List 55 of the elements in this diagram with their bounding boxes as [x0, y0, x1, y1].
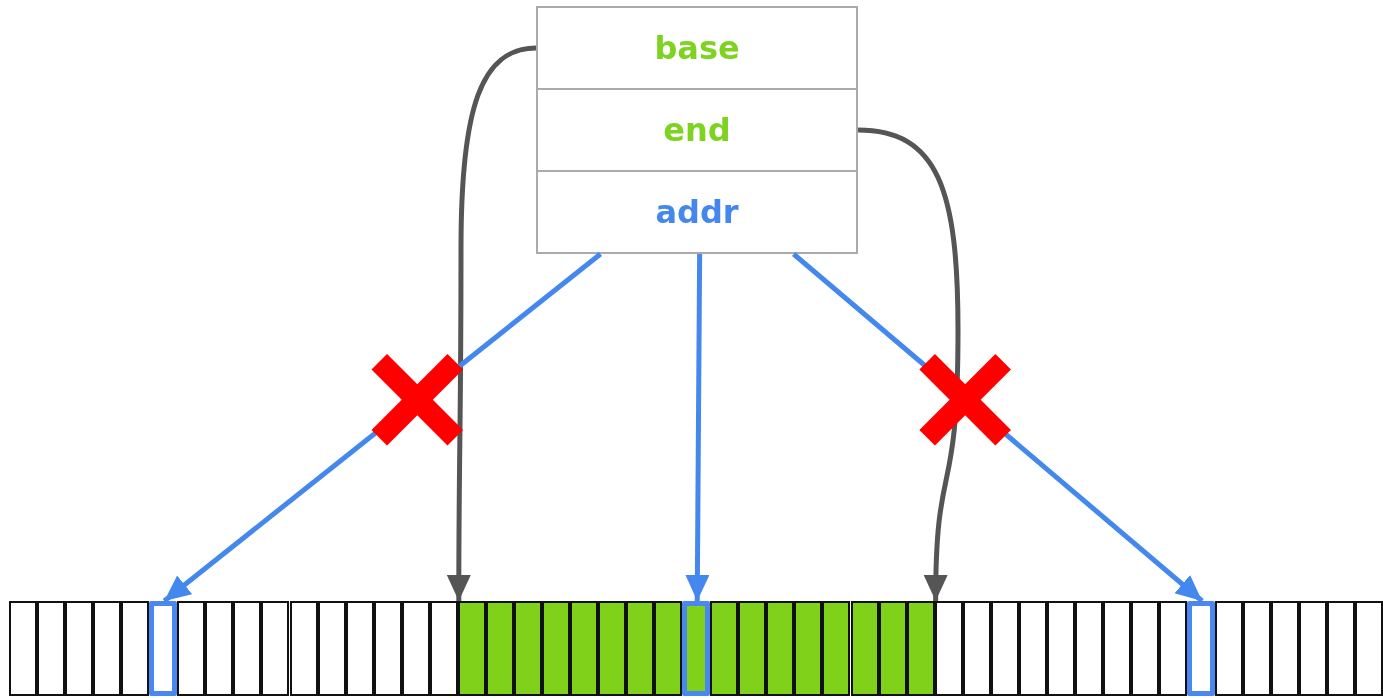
memory-cell [1074, 601, 1103, 696]
memory-cell [990, 601, 1019, 696]
memory-cell [541, 601, 570, 696]
memory-cell [1046, 601, 1075, 696]
memory-cell [570, 601, 599, 696]
struct-field: addr [536, 170, 858, 254]
memory-cell [485, 601, 514, 696]
memory-cell [233, 601, 262, 696]
memory-cell [1102, 601, 1131, 696]
memory-cell [654, 601, 683, 696]
address-arrow [685, 253, 710, 601]
memory-cell [93, 601, 122, 696]
memory-cell [345, 601, 374, 696]
memory-cell [261, 601, 290, 696]
memory-cell [65, 601, 94, 696]
memory-cell [1299, 601, 1328, 696]
memory-cell [1187, 601, 1216, 696]
memory-cell [710, 601, 739, 696]
memory-cell [1018, 601, 1047, 696]
memory-cell [401, 601, 430, 696]
memory-cell [429, 601, 458, 696]
memory-cell [37, 601, 66, 696]
memory-cell [766, 601, 795, 696]
memory-cell [906, 601, 935, 696]
memory-cell [149, 601, 178, 696]
memory-cell [373, 601, 402, 696]
memory-cell [1271, 601, 1300, 696]
memory-cell [934, 601, 963, 696]
memory-cell [794, 601, 823, 696]
memory-cell [1355, 601, 1383, 696]
memory-cell [317, 601, 346, 696]
memory-cell [513, 601, 542, 696]
memory-cell [1131, 601, 1160, 696]
memory-cell [1327, 601, 1356, 696]
pointer-arrow [857, 127, 961, 602]
memory-cell [1159, 601, 1188, 696]
memory-cell [457, 601, 486, 696]
memory-cell [1243, 601, 1272, 696]
memory-cell [598, 601, 627, 696]
memory-cell [962, 601, 991, 696]
memory-cell [1215, 601, 1244, 696]
memory-cell [177, 601, 206, 696]
memory-cell [878, 601, 907, 696]
memory-cell [850, 601, 879, 696]
memory-cell [205, 601, 234, 696]
memory-cell [626, 601, 655, 696]
memory-cell [822, 601, 851, 696]
memory-cell [682, 601, 711, 696]
struct-field: base [536, 6, 858, 90]
struct-field: end [536, 88, 858, 172]
memory-cell [121, 601, 150, 696]
memory-cell [9, 601, 38, 696]
memory-cell [738, 601, 767, 696]
pointer-arrow [446, 45, 537, 601]
memory-cell [289, 601, 318, 696]
